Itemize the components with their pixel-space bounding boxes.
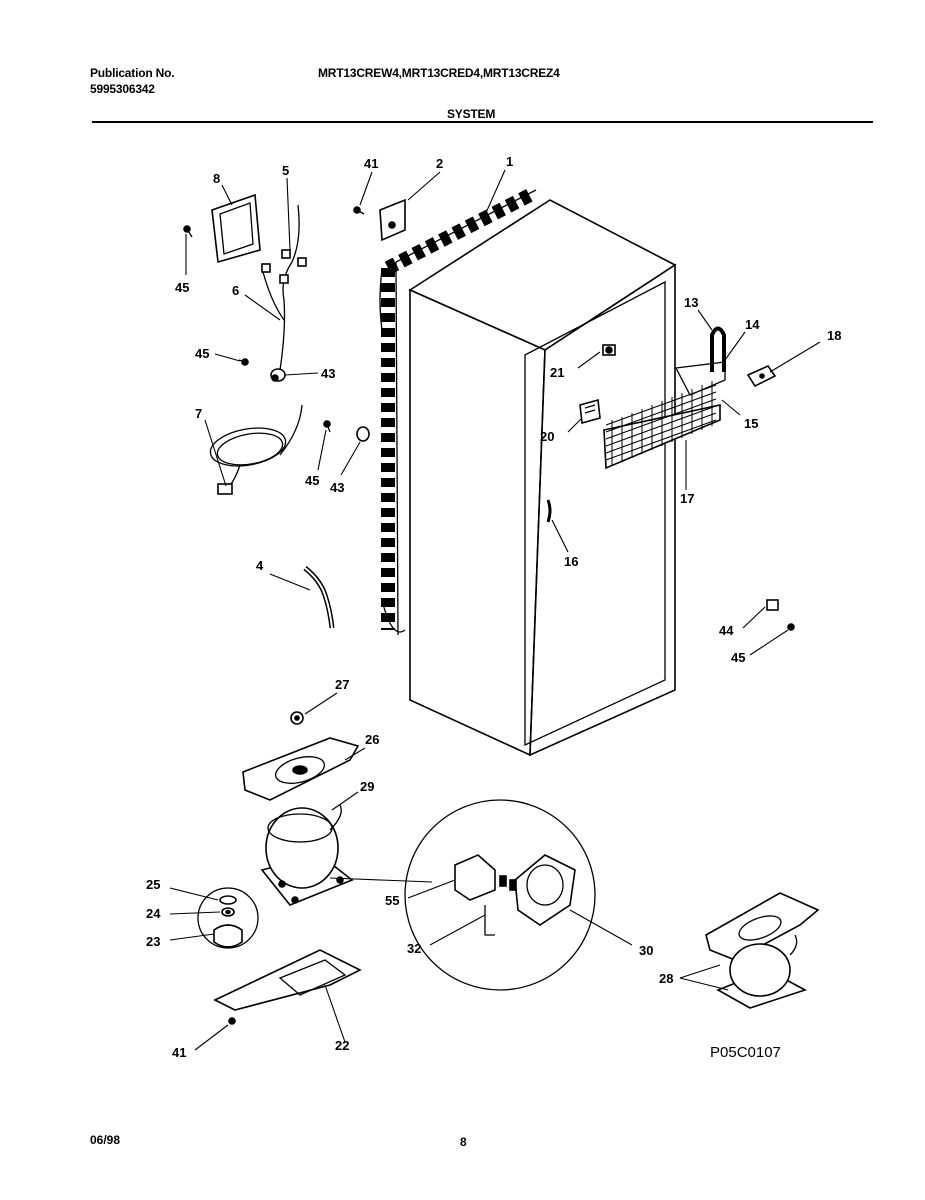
part-cover-8 xyxy=(211,193,261,264)
publication-number: 5995306342 xyxy=(90,82,155,96)
part-screw-45-a xyxy=(183,225,193,238)
callout-1: 1 xyxy=(506,154,513,169)
callout-15: 15 xyxy=(744,416,758,431)
cabinet xyxy=(408,199,677,757)
callout-30: 30 xyxy=(639,943,653,958)
section-title: SYSTEM xyxy=(447,107,496,121)
callout-45-d: 45 xyxy=(731,650,745,665)
part-screw-45-c xyxy=(323,420,331,433)
callout-43-b: 43 xyxy=(330,480,344,495)
part-screw-45-d xyxy=(787,623,795,631)
callout-16: 16 xyxy=(564,554,578,569)
part-heater-18 xyxy=(746,364,777,388)
callout-17: 17 xyxy=(680,491,694,506)
callout-28: 28 xyxy=(659,971,673,986)
part-drain-pan-26 xyxy=(242,737,360,801)
part-screw-41-top xyxy=(353,206,365,215)
page-number: 8 xyxy=(460,1135,467,1149)
callout-2: 2 xyxy=(436,156,443,171)
callout-23: 23 xyxy=(146,934,160,949)
callout-18: 18 xyxy=(827,328,841,343)
part-wiring-harness-5-6 xyxy=(261,204,307,371)
callout-45-a: 45 xyxy=(175,280,189,295)
callout-22: 22 xyxy=(335,1038,349,1053)
part-compressor-29 xyxy=(260,804,354,906)
condenser-coil xyxy=(379,188,537,636)
part-clip-44 xyxy=(766,599,779,611)
callout-24: 24 xyxy=(146,906,161,921)
part-evaporator-17 xyxy=(603,361,726,470)
callout-43-a: 43 xyxy=(321,366,335,381)
part-clip-43-a xyxy=(270,368,286,382)
callout-32: 32 xyxy=(407,941,421,956)
footer-date: 06/98 xyxy=(90,1133,121,1147)
part-screw-45-b xyxy=(238,358,249,366)
callout-27: 27 xyxy=(335,677,349,692)
part-clip-21 xyxy=(602,344,616,356)
publication-label: Publication No. xyxy=(90,66,175,80)
part-compressor-assembly-28 xyxy=(705,892,820,1009)
callout-5: 5 xyxy=(282,163,289,178)
relay-overload-detail xyxy=(404,799,596,991)
callout-4: 4 xyxy=(256,558,264,573)
part-grommet-set-23-25 xyxy=(197,887,259,949)
header-rule xyxy=(92,121,873,123)
callout-7: 7 xyxy=(195,406,202,421)
callout-45-b: 45 xyxy=(195,346,209,361)
part-drain-tube-4 xyxy=(303,566,335,629)
callout-8: 8 xyxy=(213,171,220,186)
callout-29: 29 xyxy=(360,779,374,794)
part-clip-43-b xyxy=(356,426,370,442)
part-bracket-2 xyxy=(379,198,406,242)
callout-41-bottom: 41 xyxy=(172,1045,186,1060)
callout-21: 21 xyxy=(550,365,564,380)
model-numbers: MRT13CREW4,MRT13CRED4,MRT13CREZ4 xyxy=(318,66,560,80)
callout-13: 13 xyxy=(684,295,698,310)
callout-labels: 1 2 41 5 8 45 6 45 43 7 45 43 13 14 18 2… xyxy=(146,154,841,1060)
part-sensor-16 xyxy=(546,499,552,523)
part-tube-13 xyxy=(710,326,726,372)
callout-6: 6 xyxy=(232,283,239,298)
callout-55: 55 xyxy=(385,893,399,908)
callout-26: 26 xyxy=(365,732,379,747)
callout-41-top: 41 xyxy=(364,156,378,171)
door-outline xyxy=(524,280,666,747)
callout-20: 20 xyxy=(540,429,554,444)
callout-25: 25 xyxy=(146,877,160,892)
callout-14: 14 xyxy=(745,317,760,332)
part-grommet-27 xyxy=(290,711,304,725)
part-thermostat-20 xyxy=(579,398,601,425)
leader-lines xyxy=(169,169,821,1051)
callout-45-c: 45 xyxy=(305,473,319,488)
drawing-code: P05C0107 xyxy=(710,1044,781,1061)
part-base-bracket-22 xyxy=(213,949,362,1025)
callout-44: 44 xyxy=(719,623,734,638)
part-power-cord-7 xyxy=(209,404,303,495)
